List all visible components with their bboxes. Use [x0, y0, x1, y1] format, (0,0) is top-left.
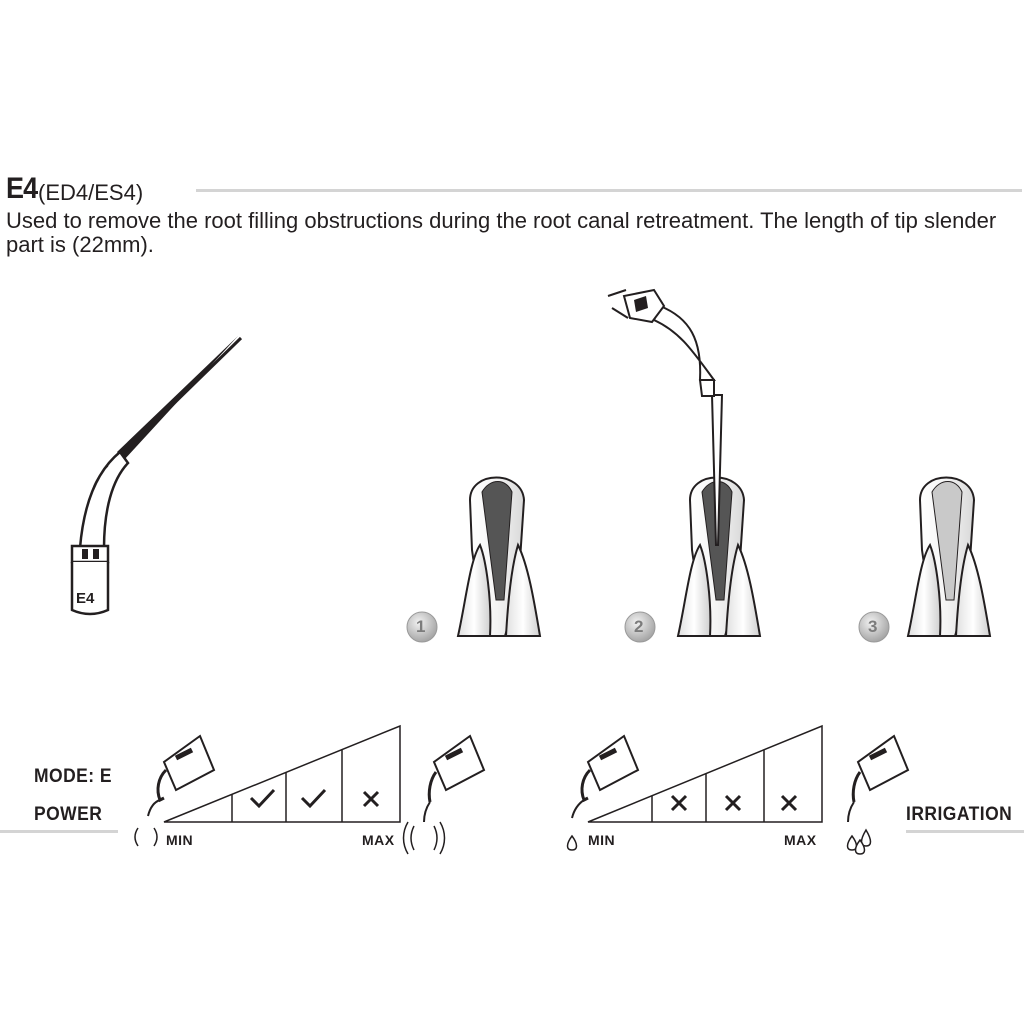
step-badge-3: [858, 611, 890, 643]
tip-code: E4: [6, 172, 38, 205]
tip-label: E4: [76, 590, 95, 607]
step-badge-2: [624, 611, 656, 643]
tooth-step-3: [906, 476, 992, 637]
check-mark-2: [300, 788, 327, 809]
cross-mark-2: [670, 794, 688, 812]
irrigation-min-label: MIN: [588, 832, 616, 848]
step-number-3: 3: [868, 617, 878, 636]
tip-variants: (ED4/ES4): [38, 180, 144, 205]
handpiece-high-power-icon: [402, 734, 486, 855]
handpiece-low-power-icon: [134, 734, 216, 847]
power-min-label: MIN: [166, 832, 194, 848]
irrigation-max-label: MAX: [784, 832, 817, 848]
step-number-2: 2: [634, 617, 644, 636]
tooth-step-2: [607, 288, 762, 637]
step-badge-1: [406, 611, 438, 643]
power-label: POWER: [34, 804, 103, 825]
header-divider: [196, 189, 1022, 192]
tooth-step-1: [456, 476, 542, 637]
power-divider: [0, 830, 118, 833]
cross-mark-3: [724, 794, 742, 812]
step-number-1: 1: [416, 617, 426, 636]
check-mark-1: [249, 788, 276, 809]
power-max-label: MAX: [362, 832, 395, 848]
water-drop-icon: [566, 834, 578, 851]
cross-mark-1: [362, 790, 380, 808]
irrigation-divider: [906, 830, 1024, 833]
mode-label: MODE: E: [34, 766, 112, 787]
handpiece-high-water-icon: [846, 734, 910, 855]
tip-description: Used to remove the root filling obstruct…: [6, 208, 997, 257]
cross-mark-4: [780, 794, 798, 812]
irrigation-label: IRRIGATION: [906, 804, 1013, 825]
handpiece-low-water-icon: [566, 734, 640, 851]
